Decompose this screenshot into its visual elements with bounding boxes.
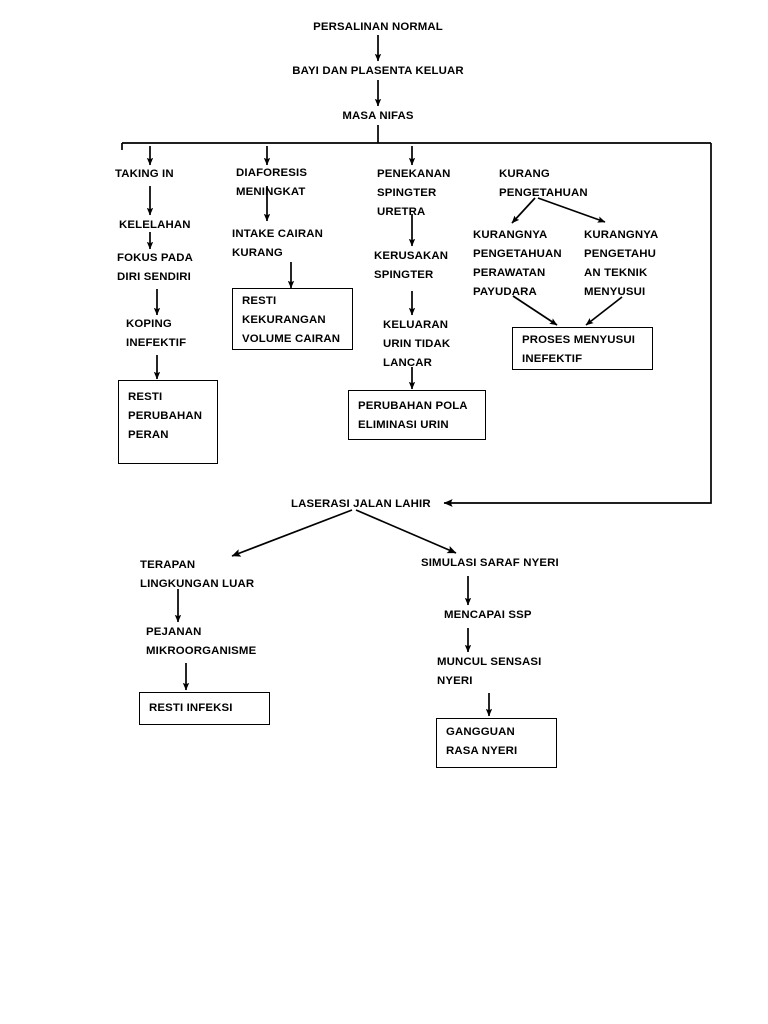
edge-laserasi-to-simulasi xyxy=(355,509,457,554)
node-masa-nifas: MASA NIFAS xyxy=(342,110,414,122)
node-kelelahan: KELELAHAN xyxy=(119,219,191,231)
node-kurang-pengetahuan: KURANG PENGETAHUAN xyxy=(499,168,588,199)
edge-kurang-to-perawatan xyxy=(511,197,536,224)
edge-kurang-to-teknik xyxy=(537,197,606,223)
node-persalinan-normal: PERSALINAN NORMAL xyxy=(313,21,443,33)
node-kurangnya-pengetahuan-teknik-menyusui: KURANGNYA PENGETAHU AN TEKNIK MENYUSUI xyxy=(584,229,659,298)
node-bayi-dan-plasenta-keluar: BAYI DAN PLASENTA KELUAR xyxy=(292,65,464,77)
box-perubahan-pola-eliminasi-urin: PERUBAHAN POLA ELIMINASI URIN xyxy=(348,390,486,440)
node-kurangnya-pengetahuan-perawatan-payudara: KURANGNYA PENGETAHUAN PERAWATAN PAYUDARA xyxy=(473,229,562,298)
node-kerusakan-spingter: KERUSAKAN SPINGTER xyxy=(374,250,449,281)
box-resti-perubahan-peran-label: RESTI PERUBAHAN PERAN xyxy=(128,391,203,441)
box-gangguan-rasa-nyeri: GANGGUAN RASA NYERI xyxy=(436,718,557,768)
node-terapan-lingkungan-luar: TERAPAN LINGKUNGAN LUAR xyxy=(140,559,255,590)
node-koping-inefektif: KOPING INEFEKTIF xyxy=(126,318,187,349)
box-resti-kekurangan-volume-cairan: RESTI KEKURANGAN VOLUME CAIRAN xyxy=(232,288,353,350)
box-proses-menyusui-inefektif-label: PROSES MENYUSUI INEFEKTIF xyxy=(522,334,636,365)
node-diaforesis-meningkat: DIAFORESIS MENINGKAT xyxy=(236,167,308,198)
edge-laserasi-to-terapan xyxy=(231,509,353,557)
box-perubahan-pola-eliminasi-urin-label: PERUBAHAN POLA ELIMINASI URIN xyxy=(358,400,468,431)
node-taking-in: TAKING IN xyxy=(115,168,174,180)
node-keluaran-urin-tidak-lancar: KELUARAN URIN TIDAK LANCAR xyxy=(383,319,451,369)
box-resti-infeksi: RESTI INFEKSI xyxy=(139,692,270,725)
box-proses-menyusui-inefektif: PROSES MENYUSUI INEFEKTIF xyxy=(512,327,653,370)
edge-perawatan-to-proses xyxy=(512,295,558,326)
box-resti-infeksi-label: RESTI INFEKSI xyxy=(149,702,233,714)
node-pejanan-mikroorganisme: PEJANAN MIKROORGANISME xyxy=(146,626,257,657)
box-resti-kekurangan-volume-cairan-label: RESTI KEKURANGAN VOLUME CAIRAN xyxy=(242,295,341,345)
box-gangguan-rasa-nyeri-label: GANGGUAN RASA NYERI xyxy=(446,726,518,757)
node-intake-cairan-kurang: INTAKE CAIRAN KURANG xyxy=(232,228,323,259)
edge-teknik-to-proses xyxy=(585,296,623,326)
edge-bus-to-laserasi xyxy=(443,143,712,507)
node-simulasi-saraf-nyeri: SIMULASI SARAF NYERI xyxy=(421,557,559,569)
node-laserasi-jalan-lahir: LASERASI JALAN LAHIR xyxy=(291,498,431,510)
node-muncul-sensasi-nyeri: MUNCUL SENSASI NYERI xyxy=(437,656,542,687)
node-mencapai-ssp: MENCAPAI SSP xyxy=(444,609,532,621)
box-resti-perubahan-peran: RESTI PERUBAHAN PERAN xyxy=(118,380,218,464)
node-penekanan-spingter-uretra: PENEKANAN SPINGTER URETRA xyxy=(377,168,451,218)
node-fokus-pada-diri-sendiri: FOKUS PADA DIRI SENDIRI xyxy=(117,252,193,283)
